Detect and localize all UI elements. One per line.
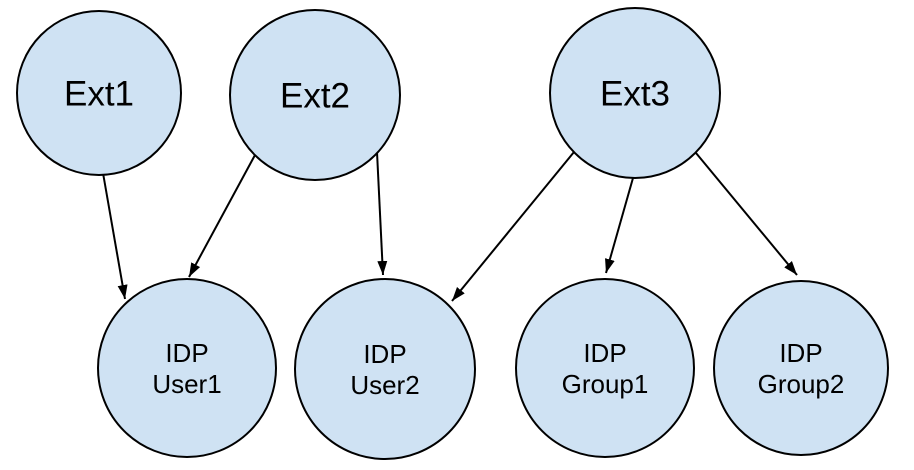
- node-idp-user1-label-line2: User1: [152, 369, 221, 399]
- node-idp-group1-circle: [515, 278, 695, 458]
- node-idp-user2-label-line2: User2: [350, 370, 419, 400]
- node-idp-user1-label-line1: IDP: [165, 338, 208, 368]
- node-idp-user2-circle: [294, 278, 476, 460]
- node-idp-group2-label-line1: IDP: [779, 338, 822, 368]
- node-idp-group1: IDP Group1: [515, 278, 695, 458]
- node-idp-user1-circle: [97, 278, 277, 458]
- edge-ext2-to-idp-user1: [188, 154, 256, 278]
- node-idp-group1-label-line1: IDP: [583, 338, 626, 368]
- node-idp-user2: IDP User2: [294, 278, 476, 460]
- edge-ext3-to-idp-group1: [605, 177, 634, 274]
- node-idp-group2-circle: [713, 280, 889, 456]
- node-ext1-circle: [16, 10, 182, 176]
- node-ext3: Ext3: [549, 7, 721, 179]
- node-ext1-label: Ext1: [64, 75, 134, 114]
- node-ext1: Ext1: [16, 10, 182, 176]
- edge-ext3-to-idp-group2: [695, 152, 798, 276]
- node-ext3-circle: [549, 7, 721, 179]
- node-idp-group1-label-line2: Group1: [562, 369, 649, 399]
- node-ext2-circle: [229, 9, 401, 181]
- node-idp-group2-label-line2: Group2: [758, 369, 845, 399]
- node-ext3-label: Ext3: [600, 75, 670, 114]
- node-idp-user1: IDP User1: [97, 278, 277, 458]
- node-ext2-label: Ext2: [280, 77, 350, 116]
- node-idp-group2: IDP Group2: [713, 280, 889, 456]
- node-ext2: Ext2: [229, 9, 401, 181]
- edge-ext1-to-idp-user1: [102, 172, 128, 300]
- node-idp-user2-label-line1: IDP: [363, 339, 406, 369]
- edge-ext2-to-idp-user2: [376, 151, 388, 276]
- edge-ext3-to-idp-user2: [451, 151, 575, 302]
